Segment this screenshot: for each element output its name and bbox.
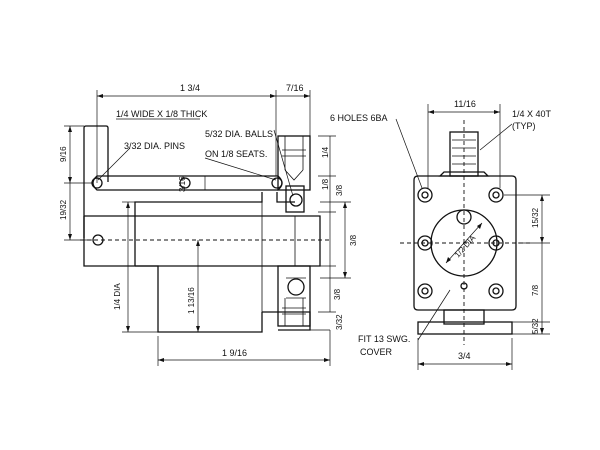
dim-end-5-32: 5/32 xyxy=(531,318,540,334)
dim-small-dia: 1/4 DIA xyxy=(113,283,122,310)
note-holes: 6 HOLES 6BA xyxy=(330,113,388,123)
note-dia-pins: 3/32 DIA. PINS xyxy=(124,141,185,151)
dim-inner-13-16: 1 13/16 xyxy=(187,287,196,314)
note-dia-balls-1: 5/32 DIA. BALLS xyxy=(205,129,273,139)
dim-end-3-4: 3/4 xyxy=(458,351,471,361)
dim-end-11-16: 11/16 xyxy=(454,99,476,109)
note-fit-1: FIT 13 SWG. xyxy=(358,334,410,344)
dim-inner-3-16: 3/16 xyxy=(178,176,187,192)
lower-valve-block xyxy=(277,265,311,327)
dim-top-right: 7/16 xyxy=(286,83,304,93)
note-thread-2: (TYP) xyxy=(512,121,536,131)
side-elevation-view xyxy=(80,125,330,333)
side-dimensions xyxy=(64,90,351,366)
end-dimensions xyxy=(395,104,550,370)
center-valve-body xyxy=(294,215,321,267)
bolt-holes xyxy=(417,187,504,299)
pump-body xyxy=(83,192,311,333)
dim-circle-dia: 1/2 DIA xyxy=(453,233,478,259)
dim-bottom-3-32: 3/32 xyxy=(335,314,344,330)
ball-valve xyxy=(289,193,303,207)
dim-top-overall: 1 3/4 xyxy=(180,83,200,93)
drawing-labels: 1/4 WIDE X 1/8 THICK 3/32 DIA. PINS 5/32… xyxy=(59,83,552,361)
dim-bottom-9-16: 1 9/16 xyxy=(222,348,247,358)
note-fit-2: COVER xyxy=(360,347,393,357)
upper-valve-block xyxy=(277,135,311,213)
dim-inner-3-8-a: 3/8 xyxy=(335,184,344,196)
pin-hole xyxy=(179,177,191,189)
dim-inner-3-8-b: 3/8 xyxy=(349,234,358,246)
dim-inner-1-4: 1/4 xyxy=(321,146,330,158)
pin-hole xyxy=(271,177,283,189)
note-thread-1: 1/4 X 40T xyxy=(512,109,552,119)
note-dia-balls-2: ON 1/8 SEATS. xyxy=(205,149,267,159)
flange-plate xyxy=(413,175,517,311)
ball-valve xyxy=(287,278,305,296)
dim-end-15-32: 15/32 xyxy=(531,207,540,228)
end-view xyxy=(400,120,530,345)
note-wide-thick: 1/4 WIDE X 1/8 THICK xyxy=(116,109,207,119)
dim-left-upper: 9/16 xyxy=(59,146,68,162)
base-plate xyxy=(417,321,513,335)
dim-end-7-8: 7/8 xyxy=(531,284,540,296)
dim-inner-1-8: 1/8 xyxy=(321,178,330,190)
dim-left-mid: 19/32 xyxy=(59,199,68,220)
dim-inner-3-8-c: 3/8 xyxy=(333,288,342,300)
